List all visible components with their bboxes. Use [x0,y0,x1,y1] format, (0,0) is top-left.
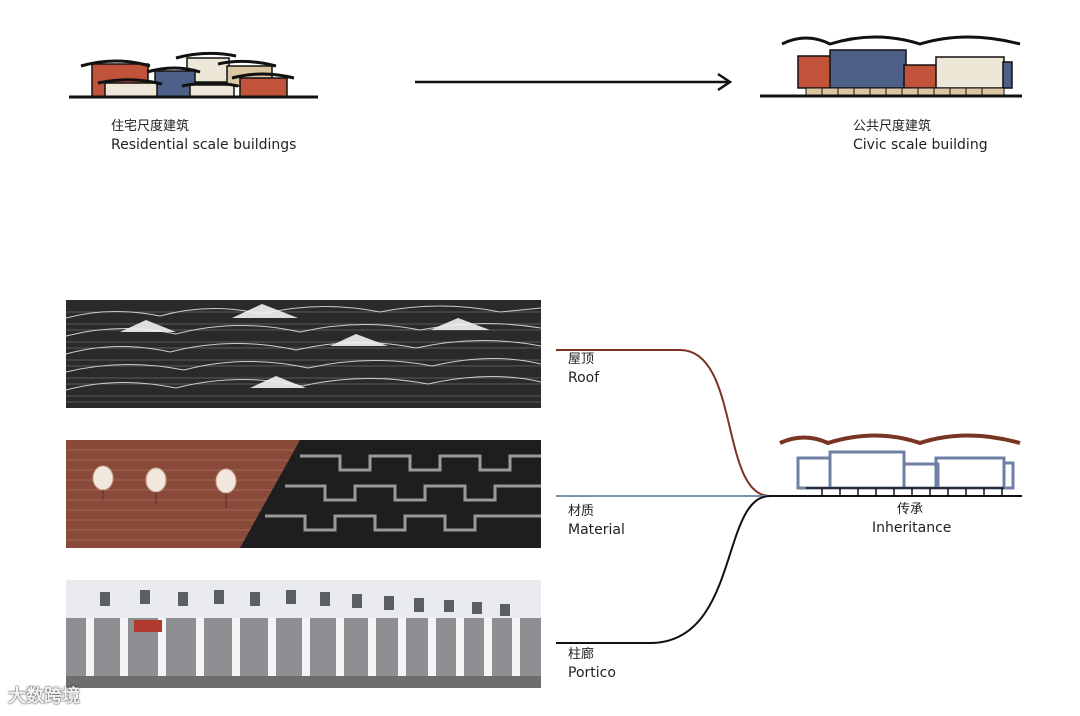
civic-label-zh: 公共尺度建筑 [853,119,932,134]
civic-label-en: Civic scale building [853,137,988,153]
inheritance-building-illustration [779,433,1021,496]
portico-photo [66,580,541,688]
portico-label: 柱廊 Portico [568,646,616,682]
portico-label-en: Portico [568,665,616,681]
watermark-text: 大数跨境 [8,686,80,707]
inheritance-label: 传承 Inheritance [872,501,952,537]
civic-building-illustration [760,35,1022,98]
roof-label-en: Roof [568,370,600,386]
portico-connector [556,495,771,644]
transition-arrow [415,72,733,92]
inheritance-label-en: Inheritance [872,520,952,536]
residential-label-en: Residential scale buildings [111,137,297,153]
roof-connector [556,349,771,497]
roof-label: 屋顶 Roof [568,351,599,387]
connector-lines [556,349,1022,644]
material-label-en: Material [568,522,625,538]
portico-label-zh: 柱廊 [568,647,595,662]
material-label-zh: 材质 [568,504,595,519]
roof-label-zh: 屋顶 [568,352,595,367]
roof-photo [65,300,542,408]
lantern-icons [92,465,237,508]
material-label: 材质 Material [568,503,625,539]
inheritance-label-zh: 传承 [896,502,923,517]
residential-label-zh: 住宅尺度建筑 [111,119,190,134]
residential-buildings-illustration [69,51,318,99]
material-photo [66,440,541,548]
residential-label: 住宅尺度建筑 Residential scale buildings [111,118,296,154]
watermark-logo: 大数跨境 [8,682,80,708]
civic-label: 公共尺度建筑 Civic scale building [853,118,988,154]
